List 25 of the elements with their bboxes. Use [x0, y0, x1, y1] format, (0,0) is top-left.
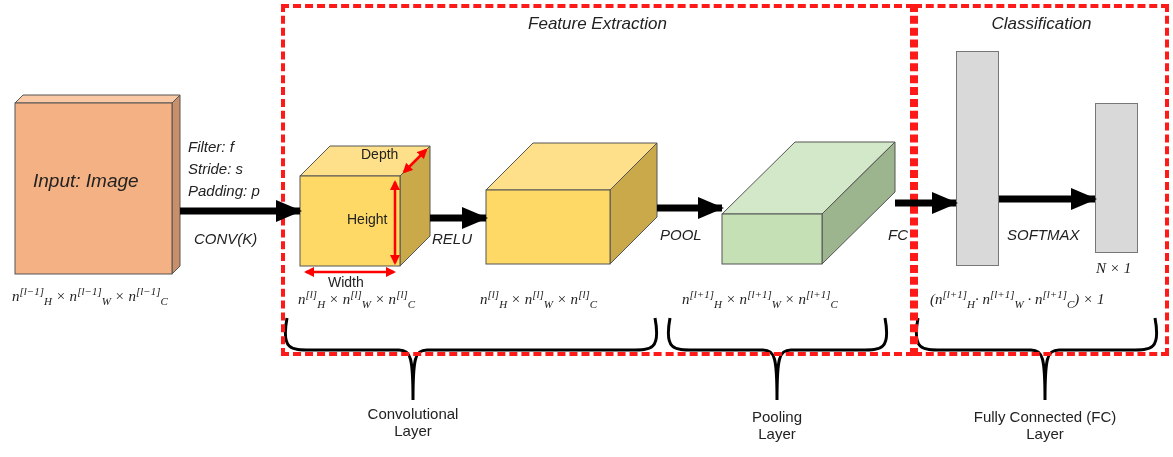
group-title: Classification	[990, 14, 1093, 34]
classification-frame	[914, 4, 1169, 356]
dimension-label: Width	[328, 274, 364, 290]
arrow	[999, 188, 1097, 210]
parameter-label: Padding: p	[188, 182, 260, 199]
group-title: Feature Extraction	[527, 14, 668, 34]
arrow	[895, 192, 958, 214]
layer-label: Pooling Layer	[750, 408, 803, 442]
edge-label: POOL	[660, 226, 702, 243]
feature-extraction-frame	[281, 4, 914, 356]
dimension-label: Depth	[361, 146, 399, 162]
dimension-label: Height	[347, 211, 388, 227]
parameter-label: Stride: s	[188, 160, 244, 177]
dimension-formula: (n$^{[l+1]}$$_{H}$· n$^{[l+1]}$$_{W}$ · n$^{[l+1]}$$_{C}$) × 1	[930, 288, 1105, 310]
layer-label: Convolutional Layer	[366, 405, 460, 439]
arrow	[657, 197, 724, 219]
edge-label: CONV(K)	[194, 230, 258, 247]
edge-label: RELU	[432, 230, 472, 247]
arrow	[430, 207, 488, 229]
edge-label: FC	[888, 226, 908, 243]
block-label: Input: Image	[33, 170, 139, 192]
edge-label: SOFTMAX	[1007, 226, 1080, 243]
parameter-label: Filter: f	[188, 138, 234, 155]
dimension-formula: N × 1	[1096, 260, 1132, 277]
layer-label: Fully Connected (FC) Layer	[972, 408, 1118, 442]
